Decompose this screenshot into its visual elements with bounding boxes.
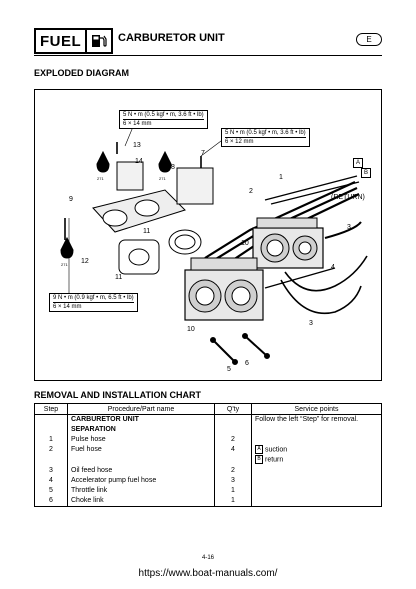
group-service-note: Follow the left “Step” for removal. xyxy=(251,414,382,435)
section-word: FUEL xyxy=(40,32,82,50)
marker-b: B xyxy=(255,455,263,465)
column-header-step: Step xyxy=(34,403,68,415)
callout-3b: 3 xyxy=(309,320,313,327)
removal-chart-table: Step Procedure/Part name Q'ty Service po… xyxy=(34,403,382,507)
page-header: FUEL CARBURETOR UNIT E xyxy=(34,28,382,54)
marker-a: A xyxy=(255,445,263,454)
callout-11a: 11 xyxy=(143,228,151,235)
torque-spec-1: 5 N • m (0.5 kgf • m, 3.6 ft • lb) 6 × 1… xyxy=(119,110,208,129)
chart-heading: REMOVAL AND INSTALLATION CHART xyxy=(34,390,201,400)
exploded-diagram: 5 N • m (0.5 kgf • m, 3.6 ft • lb) 6 × 1… xyxy=(34,89,382,381)
callout-3a: 3 xyxy=(347,224,351,231)
callout-10b: 10 xyxy=(187,326,195,333)
callout-10a: 10 xyxy=(241,240,249,247)
footer-url[interactable]: https://www.boat-manuals.com/ xyxy=(138,568,278,579)
fuel-pump-icon xyxy=(85,30,111,52)
adhesive-label: 271 xyxy=(97,176,104,181)
callout-2: 2 xyxy=(249,188,253,195)
adhesive-label: 271 xyxy=(61,262,68,267)
table-row: 1 Pulse hose 2 xyxy=(34,435,382,445)
callout-9: 9 xyxy=(69,196,73,203)
callout-8: 8 xyxy=(171,164,175,171)
table-header-row: Step Procedure/Part name Q'ty Service po… xyxy=(34,403,382,415)
adhesive-label: 271 xyxy=(159,176,166,181)
torque-spec-2: 5 N • m (0.5 kgf • m, 3.6 ft • lb) 6 × 1… xyxy=(221,128,310,147)
column-header-qty: Q'ty xyxy=(214,403,252,415)
column-header-service: Service points xyxy=(251,403,382,415)
callout-11b: 11 xyxy=(115,274,123,281)
language-badge: E xyxy=(356,33,382,46)
table-row: 5 Throttle link 1 xyxy=(34,485,382,496)
table-row: 3 Oil feed hose 2 xyxy=(34,465,382,476)
diagram-heading: EXPLODED DIAGRAM xyxy=(34,68,130,78)
callout-12: 12 xyxy=(81,258,89,265)
diagram-drawing xyxy=(60,121,368,365)
callout-6: 6 xyxy=(245,360,249,367)
callout-14: 14 xyxy=(135,158,143,165)
callout-5: 5 xyxy=(227,366,231,373)
callout-7: 7 xyxy=(201,150,205,157)
page-number: 4-16 xyxy=(201,555,214,561)
group-title: CARBURETOR UNIT SEPARATION xyxy=(67,414,215,435)
page-title: CARBURETOR UNIT xyxy=(118,32,225,44)
return-label: (RETURN) xyxy=(331,194,365,201)
marker-b: B xyxy=(361,168,371,178)
callout-1: 1 xyxy=(279,174,283,181)
table-row: CARBURETOR UNIT SEPARATION Follow the le… xyxy=(34,414,382,435)
callout-13: 13 xyxy=(133,142,141,149)
torque-spec-3: 9 N • m (0.9 kgf • m, 6.5 ft • lb) 6 × 1… xyxy=(49,293,138,312)
callout-4: 4 xyxy=(331,264,335,271)
marker-a: A xyxy=(353,158,363,168)
section-tab: FUEL xyxy=(34,28,114,54)
table-row: 4 Accelerator pump fuel hose 3 xyxy=(34,475,382,486)
header-divider xyxy=(34,55,382,56)
column-header-part: Procedure/Part name xyxy=(67,403,215,415)
table-row: 6 Choke link 1 xyxy=(34,495,382,507)
